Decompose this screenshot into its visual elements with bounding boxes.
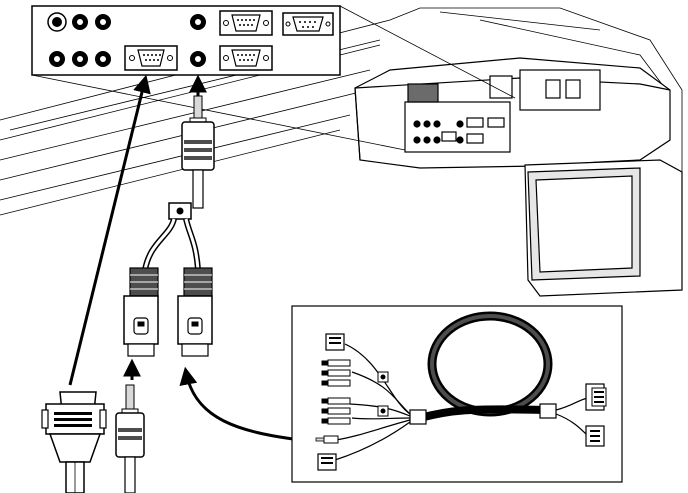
zoom-callout-lines bbox=[31, 5, 516, 151]
arrow-cable-kit-to-splitter bbox=[179, 366, 301, 442]
branch-ring-lower bbox=[377, 405, 389, 417]
vga-cable-plug bbox=[41, 391, 107, 493]
round-jack-row-bottom bbox=[49, 51, 111, 67]
cable-branches-left bbox=[334, 343, 411, 461]
serial-port bbox=[282, 12, 334, 36]
svideo-jack bbox=[47, 12, 67, 32]
audio-35mm-plug bbox=[115, 384, 145, 493]
cable-kit-inset bbox=[291, 305, 623, 483]
vga-port-top bbox=[219, 10, 273, 36]
projector-lens-hood bbox=[524, 159, 683, 297]
audio-jack-column bbox=[190, 14, 206, 67]
vga-port-bottom bbox=[219, 45, 273, 71]
audio-plug-small bbox=[315, 435, 339, 444]
branch-ring-upper bbox=[377, 371, 389, 383]
vga-connector-right-top bbox=[585, 383, 607, 411]
connector-panel bbox=[31, 5, 341, 76]
vga-connector-right-bottom bbox=[585, 425, 605, 447]
rca-plugs-lower bbox=[321, 397, 351, 425]
vga-connector-left-top bbox=[325, 333, 345, 351]
y-splitter-cable bbox=[123, 95, 215, 357]
arrow-vga-cable-to-port bbox=[68, 74, 151, 386]
round-jack-row-top bbox=[72, 14, 111, 30]
cable-trunk bbox=[409, 403, 557, 425]
projector-body bbox=[354, 57, 671, 169]
vga-connector-left-bottom bbox=[317, 453, 337, 471]
vga-port-computer-in bbox=[124, 45, 178, 71]
rca-plugs-upper bbox=[321, 359, 351, 387]
